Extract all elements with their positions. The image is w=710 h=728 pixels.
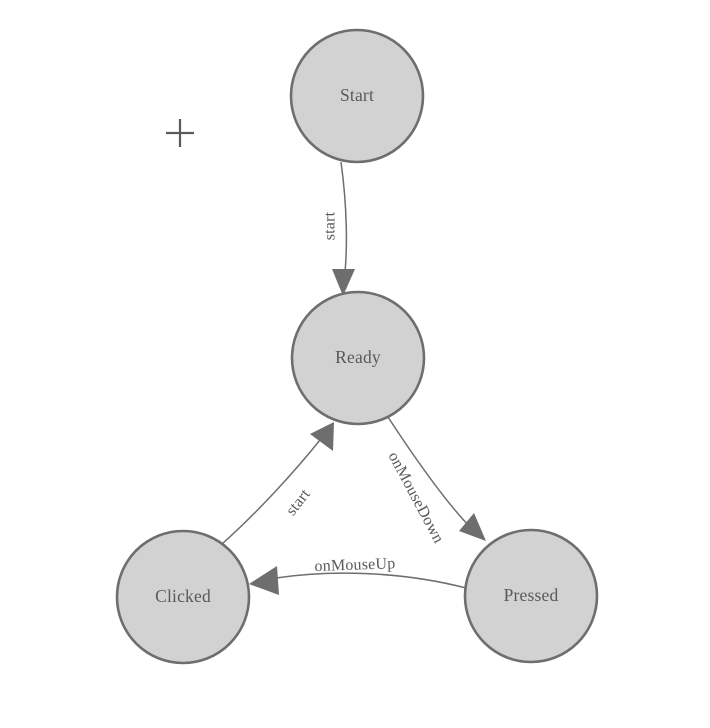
node-ready-circle[interactable] <box>290 290 426 426</box>
edge-label-start-to-ready: start <box>322 211 339 240</box>
node-start-circle[interactable] <box>289 28 425 164</box>
edge-start-to-ready[interactable] <box>332 161 355 296</box>
crosshair-icon <box>166 119 194 147</box>
node-pressed-label: Pressed <box>504 585 559 605</box>
edge-pressed-to-clicked[interactable] <box>249 566 467 595</box>
node-start-label: Start <box>340 85 374 105</box>
edge-label-clicked-to-ready: start <box>283 486 314 519</box>
edge-path-start-to-ready[interactable] <box>340 161 348 282</box>
arrowhead-ready-to-pressed <box>459 513 486 541</box>
edge-path-clicked-to-ready[interactable] <box>221 439 321 545</box>
arrowhead-start-to-ready <box>332 269 355 296</box>
node-start[interactable]: Start <box>289 28 425 164</box>
arrowhead-clicked-to-ready <box>310 422 334 451</box>
node-clicked-label: Clicked <box>155 586 211 606</box>
node-ready[interactable]: Ready <box>290 290 426 426</box>
arrowhead-pressed-to-clicked <box>249 566 279 595</box>
edge-ready-to-pressed[interactable] <box>385 413 486 541</box>
edge-label-ready-to-pressed: onMouseDown <box>385 449 447 546</box>
node-pressed[interactable]: Pressed <box>463 528 599 664</box>
node-clicked-circle[interactable] <box>115 529 251 665</box>
edge-path-pressed-to-clicked[interactable] <box>275 572 467 589</box>
edge-path-ready-to-pressed[interactable] <box>385 413 474 531</box>
node-ready-label: Ready <box>335 347 381 367</box>
edge-label-pressed-to-clicked: onMouseUp <box>314 555 395 575</box>
node-clicked[interactable]: Clicked <box>115 529 251 665</box>
edge-clicked-to-ready[interactable] <box>221 422 334 545</box>
node-pressed-circle[interactable] <box>463 528 599 664</box>
